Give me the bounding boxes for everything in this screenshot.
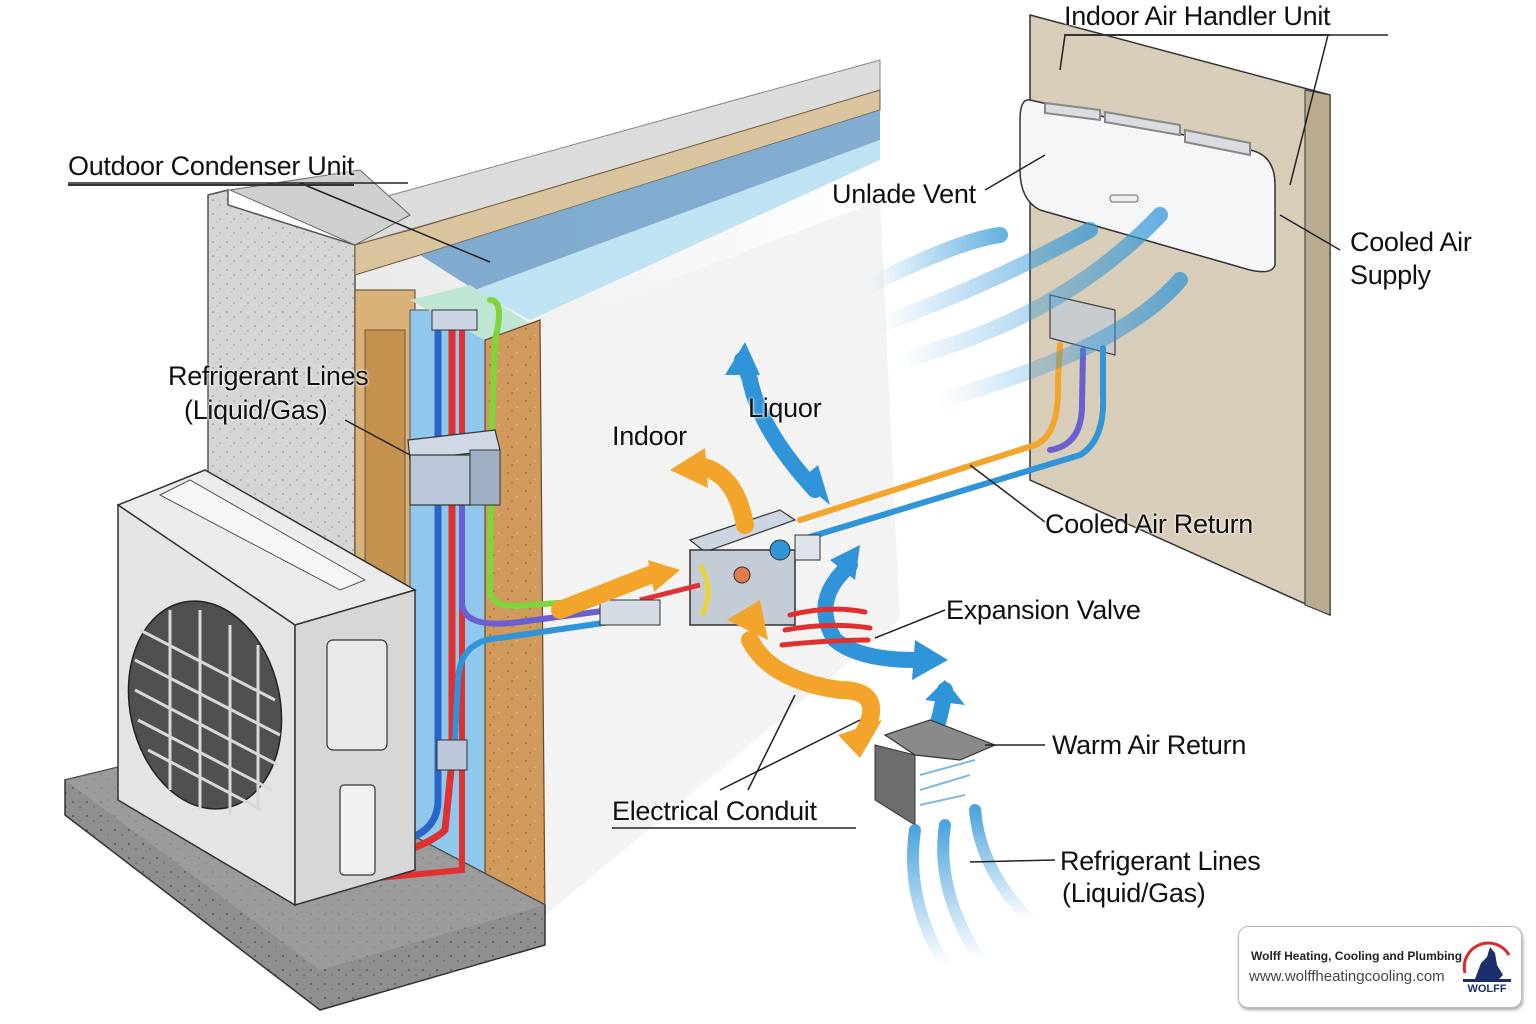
warm-air-return-vent — [874, 719, 997, 826]
indoor-air-handler — [1019, 99, 1276, 273]
outdoor-condenser-unit — [116, 469, 417, 907]
wolf-howling-icon: WOLFF — [1462, 941, 1511, 995]
junction-box-upper — [407, 429, 501, 506]
label-outdoor-condenser-unit: Outdoor Condenser Unit — [68, 150, 354, 186]
valve-box — [599, 509, 821, 626]
label-unlade-vent: Unlade Vent — [832, 179, 976, 209]
expansion-coil — [779, 606, 873, 648]
cool-supply-airflow — [862, 207, 1188, 408]
label-indoor-air-handler-unit: Indoor Air Handler Unit — [1064, 0, 1331, 36]
logo-text: WOLFF — [1467, 983, 1506, 995]
label-expansion-valve: Expansion Valve — [946, 595, 1141, 625]
label-liquor: Liquor — [748, 393, 822, 423]
junction-box-top — [431, 309, 478, 331]
label-cooled-air-return: Cooled Air Return — [1045, 509, 1254, 539]
label-indoor: Indoor — [612, 421, 687, 451]
warm-arrowheads — [648, 448, 882, 758]
brand-card: Wolff Heating, Cooling and Plumbing www.… — [1238, 926, 1522, 1008]
brand-name: Wolff Heating, Cooling and Plumbing — [1251, 949, 1463, 963]
label-cooled-air-supply-line1: Cooled Air — [1350, 227, 1472, 257]
bottom-airflow-wisps — [907, 804, 1036, 971]
junction-box-lower — [436, 739, 468, 771]
label-refrigerant-lines-bottom-line1: Refrigerant Lines — [1060, 846, 1261, 876]
cool-arrowheads — [725, 342, 965, 705]
brand-url[interactable]: www.wolffheatingcooling.com — [1249, 968, 1445, 985]
label-electrical-conduit: Electrical Conduit — [612, 796, 817, 826]
label-refrigerant-lines-top-line1: Refrigerant Lines — [168, 361, 369, 391]
label-warm-air-return: Warm Air Return — [1052, 730, 1247, 760]
line-set-to-indoor — [797, 342, 1107, 543]
label-refrigerant-lines-bottom-line2: (Liquid/Gas) — [1062, 878, 1206, 908]
label-refrigerant-lines-top-line2: (Liquid/Gas) — [184, 395, 328, 425]
label-cooled-air-supply-line2: Supply — [1350, 260, 1431, 290]
